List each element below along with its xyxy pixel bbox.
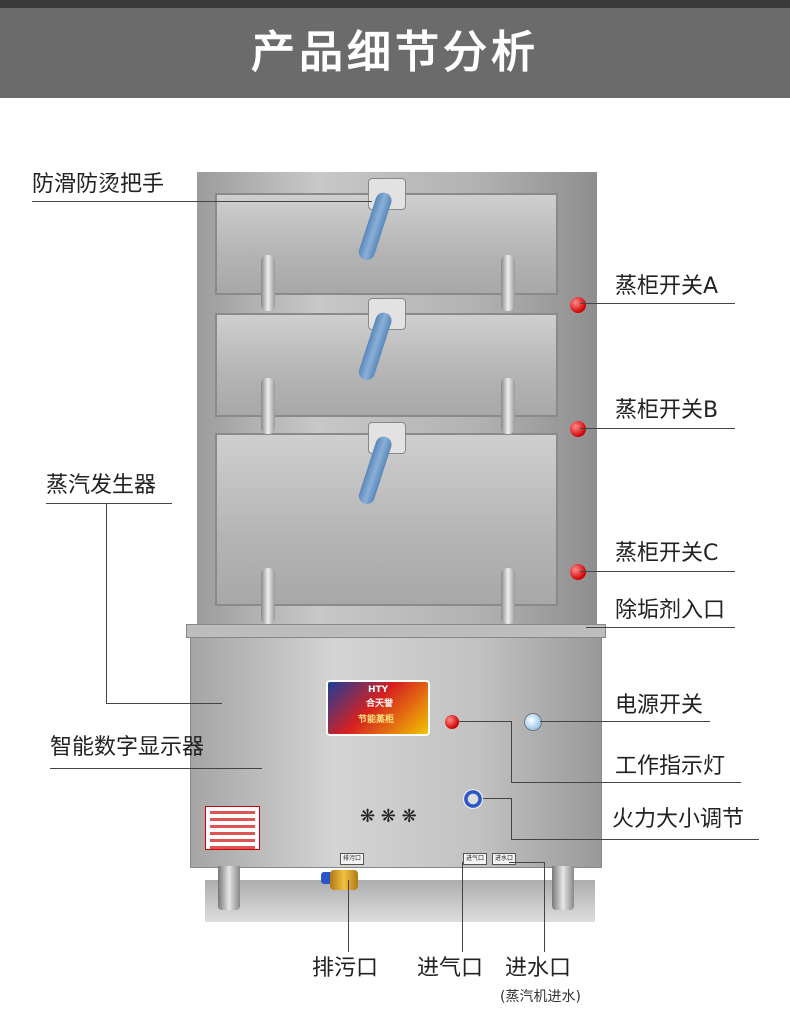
leader-line: [32, 201, 372, 202]
badge-line3: 节能蒸柜: [358, 715, 395, 725]
leader-line: [459, 721, 511, 722]
fire-adjust-knob: [463, 789, 483, 809]
hinge: [261, 255, 275, 311]
label-switch-c: 蒸柜开关C: [615, 541, 719, 566]
leader-line: [106, 703, 222, 704]
label-anti-slip-handle: 防滑防烫把手: [32, 172, 165, 197]
leader-line: [544, 862, 545, 952]
leader-line: [586, 627, 735, 628]
label-water-inlet: 进水口: [505, 956, 572, 981]
warning-sticker: [205, 806, 260, 850]
cabinet-leg: [218, 866, 240, 910]
label-fire-adjust: 火力大小调节: [612, 807, 745, 832]
label-switch-a: 蒸柜开关A: [615, 274, 719, 299]
label-power-switch: 电源开关: [615, 693, 704, 718]
water-tag: 进水口: [492, 853, 516, 865]
leader-line: [483, 798, 512, 799]
badge-line2: 合天誉: [366, 699, 394, 709]
leader-line: [509, 862, 544, 863]
leader-line: [50, 768, 262, 769]
drain-valve: [330, 870, 358, 890]
power-switch-button: [524, 713, 542, 731]
label-steam-generator: 蒸汽发生器: [46, 473, 157, 498]
label-gas-inlet: 进气口: [417, 956, 484, 981]
label-descaler-inlet: 除垢剂入口: [615, 598, 726, 623]
leader-line: [580, 303, 735, 304]
hinge: [261, 378, 275, 434]
work-light-lamp: [445, 715, 459, 729]
label-switch-b: 蒸柜开关B: [615, 398, 719, 423]
floor-shadow: [205, 880, 595, 922]
switch-c-lamp: [570, 564, 586, 580]
label-work-light: 工作指示灯: [615, 754, 726, 779]
label-drain: 排污口: [312, 956, 379, 981]
hinge: [501, 378, 515, 434]
label-digital-display: 智能数字显示器: [50, 735, 205, 760]
leader-line: [580, 571, 735, 572]
badge-brand: HTY: [368, 685, 389, 695]
leader-line: [46, 503, 172, 504]
page-title: 产品细节分析: [0, 8, 790, 98]
drain-tag: 排污口: [340, 853, 364, 865]
switch-b-lamp: [570, 421, 586, 437]
hinge: [261, 568, 275, 624]
burner-icons: ❋ ❋ ❋: [360, 806, 417, 827]
base-ledge: [186, 624, 606, 638]
hinge: [501, 568, 515, 624]
switch-a-lamp: [570, 297, 586, 313]
leader-line: [462, 862, 463, 952]
leader-line: [511, 782, 741, 783]
cabinet-leg: [552, 866, 574, 910]
leader-line: [580, 428, 735, 429]
leader-line: [511, 721, 512, 782]
leader-line: [106, 503, 107, 703]
leader-line: [511, 798, 512, 839]
gas-tag: 进气口: [463, 853, 487, 865]
leader-line: [540, 721, 710, 722]
hinge: [501, 255, 515, 311]
label-water-inlet-note: (蒸汽机进水): [500, 989, 581, 1005]
brand-badge: HTY 合天誉 节能蒸柜: [326, 680, 430, 736]
leader-line: [348, 880, 349, 952]
leader-line: [511, 839, 759, 840]
top-strip: [0, 0, 790, 8]
